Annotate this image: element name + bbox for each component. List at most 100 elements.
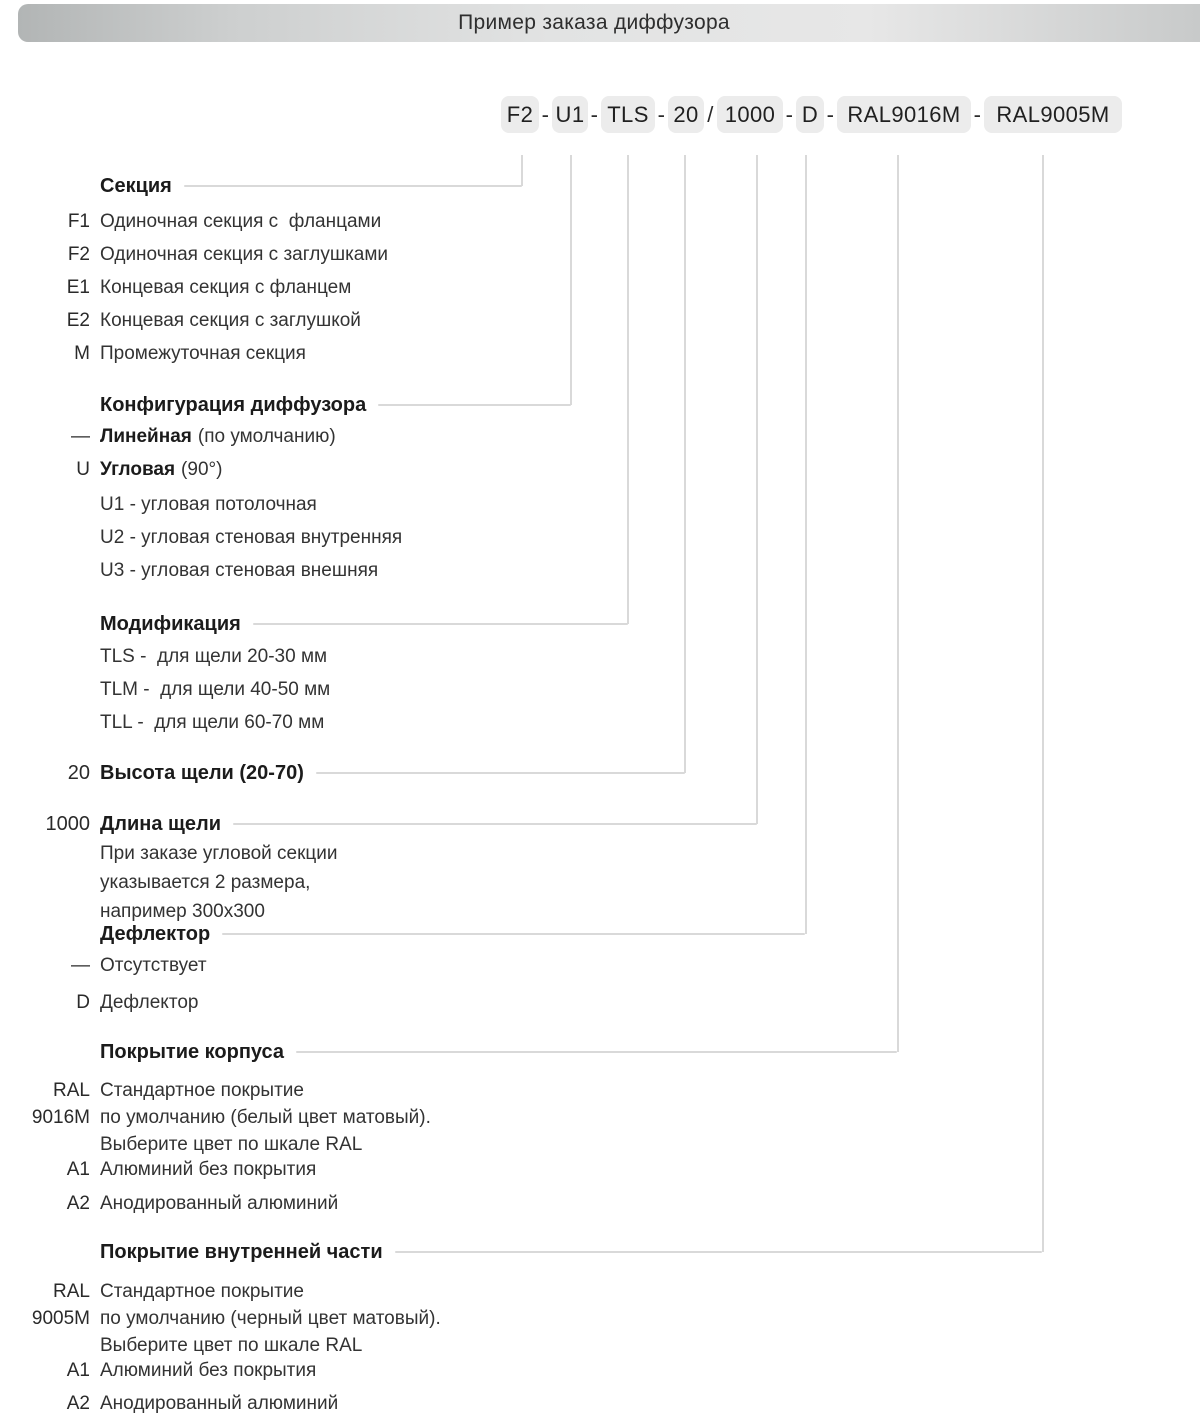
option-row: TLL - для щели 60-70 мм — [100, 712, 325, 733]
option-label: Линейная(по умолчанию) — [100, 426, 336, 447]
heading-label: Модификация — [100, 612, 241, 635]
note-line: например 300х300 — [100, 901, 265, 922]
option-code: A1 — [66, 1360, 90, 1381]
connector-horizontal — [233, 823, 757, 825]
option-row: — Линейная(по умолчанию) — [0, 425, 336, 449]
code-box-section: F2 — [501, 96, 539, 133]
section-heading-inner-coating: Покрытие внутренней части — [100, 1240, 1042, 1264]
option-label: Отсутствует — [100, 955, 207, 976]
code-box-inner-coating: RAL9005M — [984, 96, 1122, 133]
option-label: Угловая(90°) — [100, 459, 223, 480]
code-separator: - — [541, 101, 550, 127]
connector-horizontal — [222, 933, 805, 935]
page-title: Пример заказа диффузора — [458, 11, 730, 34]
option-code: A1 — [66, 1159, 90, 1180]
option-row: TLM - для щели 40-50 мм — [100, 679, 331, 700]
connector-horizontal — [315, 772, 685, 774]
code-separator: / — [707, 101, 714, 127]
option-row: TLS - для щели 20-30 мм — [100, 646, 328, 667]
heading-label: Покрытие внутренней части — [100, 1240, 383, 1263]
option-code: U — [76, 459, 90, 480]
option-subitem: U1 - угловая потолочная — [100, 494, 317, 515]
note-line: При заказе угловой секции — [100, 843, 338, 864]
option-label: Анодированный алюминий — [100, 1393, 339, 1414]
option-label-ral: Стандартное покрытие по умолчанию (белый… — [100, 1080, 431, 1155]
option-subitem: U2 - угловая стеновая внутренняя — [100, 527, 403, 548]
option-row: F2 Одиночная секция с заглушками — [0, 243, 388, 267]
option-label: Алюминий без покрытия — [100, 1159, 317, 1180]
connector-line-configuration — [570, 155, 572, 405]
header-bar: Пример заказа диффузора — [18, 4, 1200, 42]
section-heading-slot-length: 1000 Длина щели — [0, 812, 757, 836]
code-box-slot-length: 1000 — [717, 96, 783, 133]
code-box-configuration: U1 — [552, 96, 588, 133]
section-heading-configuration: Конфигурация диффузора — [100, 393, 571, 417]
option-label: Одиночная секция с фланцами — [100, 211, 382, 232]
option-label: Одиночная секция с заглушками — [100, 244, 389, 265]
connector-horizontal — [296, 1051, 897, 1053]
option-row: U Угловая(90°) — [0, 458, 222, 482]
option-code: A2 — [66, 1393, 90, 1414]
option-code-ral: RAL 9005M — [31, 1281, 90, 1329]
heading-label: Секция — [100, 174, 172, 197]
code-separator: - — [657, 101, 666, 127]
option-code: 20 — [67, 761, 90, 784]
option-label: Концевая секция с заглушкой — [100, 310, 361, 331]
option-row: D Дефлектор — [0, 991, 198, 1015]
option-label: Промежуточная секция — [100, 343, 306, 364]
option-row: — Отсутствует — [0, 954, 207, 978]
section-heading-slot-height: 20 Высота щели (20-70) — [0, 761, 685, 785]
connector-line-section — [521, 155, 523, 186]
option-label: Алюминий без покрытия — [100, 1360, 317, 1381]
section-heading-body-coating: Покрытие корпуса — [100, 1040, 897, 1064]
option-label: Концевая секция с фланцем — [100, 277, 352, 298]
option-row: A1 Алюминий без покрытия — [0, 1359, 317, 1383]
option-code: D — [76, 992, 90, 1013]
option-row: M Промежуточная секция — [0, 342, 306, 366]
code-box-body-coating: RAL9016M — [837, 96, 971, 133]
option-code: E1 — [66, 277, 90, 298]
slot-length-note: При заказе угловой секции указывается 2 … — [100, 839, 338, 926]
section-heading-section: Секция — [100, 174, 522, 198]
connector-line-modification — [627, 155, 629, 624]
code-box-slot-height: 20 — [668, 96, 704, 133]
option-row: E2 Концевая секция с заглушкой — [0, 309, 361, 333]
option-row: A1 Алюминий без покрытия — [0, 1158, 317, 1182]
option-code-ral: RAL 9016M — [31, 1080, 90, 1128]
option-label: Дефлектор — [100, 992, 199, 1013]
connector-line-inner-coating — [1042, 155, 1044, 1252]
heading-label: Высота щели (20-70) — [100, 761, 304, 784]
option-code: 1000 — [45, 812, 91, 835]
section-heading-modification: Модификация — [100, 612, 628, 636]
connector-horizontal — [183, 185, 522, 187]
code-separator: - — [973, 101, 982, 127]
code-separator: - — [826, 101, 835, 127]
code-box-deflector: D — [796, 96, 824, 133]
code-separator: - — [785, 101, 794, 127]
heading-label: Покрытие корпуса — [100, 1040, 285, 1063]
code-separator: - — [590, 101, 599, 127]
code-box-modification: TLS — [601, 96, 655, 133]
option-code: — — [71, 426, 90, 447]
option-code: E2 — [66, 310, 90, 331]
heading-label: Длина щели — [100, 812, 222, 835]
heading-label: Конфигурация диффузора — [100, 393, 367, 416]
order-code: F2 - U1 - TLS - 20 / 1000 - D - RAL9016M… — [501, 96, 1122, 133]
option-row: F1 Одиночная секция с фланцами — [0, 210, 381, 234]
connector-line-slot-height — [684, 155, 686, 773]
option-row: A2 Анодированный алюминий — [0, 1192, 338, 1216]
connector-line-deflector — [805, 155, 807, 934]
option-code: A2 — [66, 1193, 90, 1214]
option-subitem: U3 - угловая стеновая внешняя — [100, 560, 379, 581]
option-code: F1 — [67, 211, 90, 232]
option-code: — — [71, 955, 90, 976]
connector-line-slot-length — [756, 155, 758, 824]
connector-horizontal — [378, 404, 571, 406]
option-row: A2 Анодированный алюминий — [0, 1392, 338, 1416]
connector-horizontal — [394, 1251, 1042, 1253]
option-row: E1 Концевая секция с фланцем — [0, 276, 352, 300]
option-label: Анодированный алюминий — [100, 1193, 339, 1214]
option-code: M — [74, 343, 90, 364]
note-line: указывается 2 размера, — [100, 872, 311, 893]
connector-line-body-coating — [897, 155, 899, 1052]
